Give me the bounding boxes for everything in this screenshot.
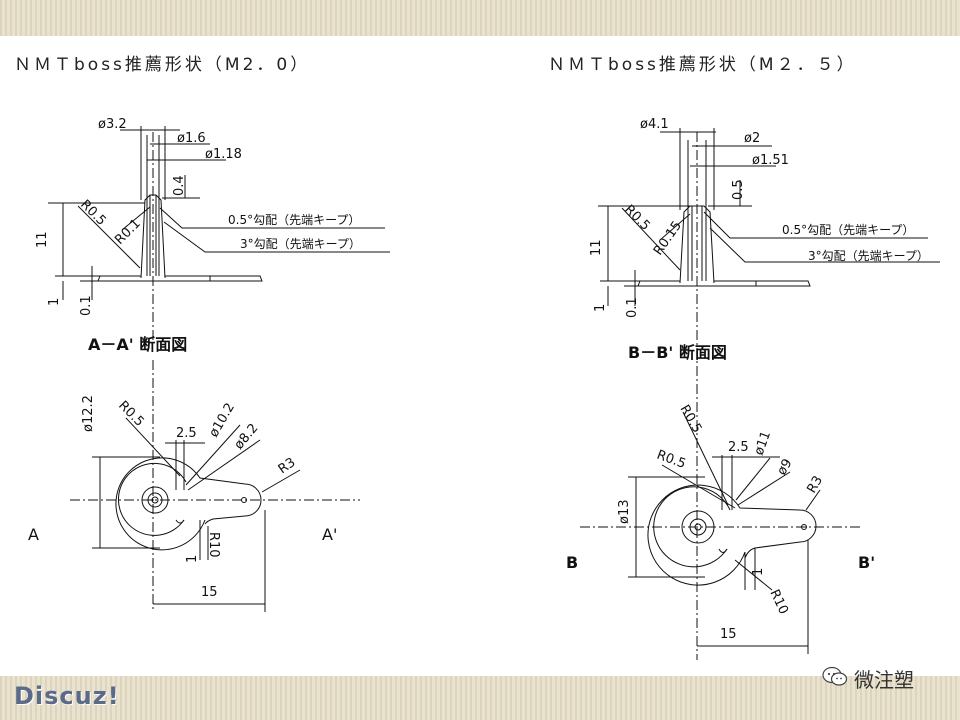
left-plan-d-inner: ø8.2	[232, 421, 262, 453]
left-dim-d-inner: ø1.18	[205, 147, 242, 162]
left-end-label-left: A	[28, 525, 39, 544]
right-plan-r: R0.5	[655, 448, 688, 472]
left-plan-one: 1	[185, 555, 200, 563]
left-plan-r: R0.5	[115, 398, 147, 430]
right-plan-view	[580, 411, 860, 654]
right-section-view	[598, 128, 940, 660]
right-plan-r-top: R0.5	[677, 403, 705, 436]
right-drawing-title: ＮＭＴboss推薦形状（M２．５）	[548, 55, 857, 75]
right-dim-r-root: R0.5	[621, 202, 653, 234]
left-plan-d-mid: ø10.2	[206, 401, 237, 440]
watermark-text: 微注塑	[854, 668, 914, 692]
right-note-slope-1: 0.5°勾配（先端キープ）	[782, 223, 914, 237]
left-plan-d-outer: ø12.2	[81, 395, 96, 432]
left-end-label-right: A'	[322, 525, 337, 544]
left-dim-h-top: 0.4	[172, 175, 187, 196]
left-plan-r3: R3	[276, 455, 299, 477]
right-note-slope-2: 3°勾配（先端キープ）	[808, 249, 929, 263]
right-plan-d-outer: ø13	[617, 500, 632, 525]
left-note-slope-1: 0.5°勾配（先端キープ）	[228, 213, 360, 227]
left-dim-r-root: R0.5	[77, 197, 109, 229]
drawing-sheet	[0, 36, 960, 676]
left-note-slope-2: 3°勾配（先端キープ）	[240, 237, 361, 251]
right-plan-r10: R10	[766, 587, 790, 617]
watermark: 微注塑	[822, 664, 914, 693]
left-drawing-title: ＮＭＴboss推薦形状（M2．0）	[14, 55, 311, 75]
right-dim-h-top: 0.5	[731, 179, 746, 200]
left-section-label: A－A' 断面図	[88, 335, 187, 354]
right-dim-height: 11	[589, 239, 604, 256]
discuz-logo: Discuz!	[14, 682, 120, 710]
left-section-view	[48, 126, 390, 340]
right-plan-width: 2.5	[728, 440, 749, 455]
left-plan-r10: R10	[206, 532, 221, 558]
right-plan-r3: R3	[804, 474, 826, 496]
right-plan-d-inner: ø9	[774, 456, 795, 478]
left-plan-length: 15	[201, 585, 218, 600]
right-plan-one: 1	[751, 568, 766, 576]
right-dim-base: 1	[593, 304, 608, 312]
bottom-border-band	[0, 676, 960, 720]
left-dim-r-tip: R0.1	[112, 216, 144, 248]
wechat-icon	[822, 666, 848, 692]
right-dim-d-inner: ø1.51	[752, 153, 789, 168]
right-plan-d-mid: ø11	[752, 429, 774, 457]
left-dim-d-outer: ø3.2	[98, 117, 127, 132]
right-section-label: B－B' 断面図	[628, 343, 727, 362]
left-plan-view	[70, 360, 360, 612]
left-dim-height: 11	[35, 231, 50, 248]
right-plan-length: 15	[720, 627, 737, 642]
right-end-label-right: B'	[858, 553, 875, 572]
right-dim-d-mid: ø2	[744, 131, 760, 146]
left-plan-width: 2.5	[176, 426, 197, 441]
right-end-label-left: B	[566, 553, 578, 572]
right-dim-r-tip: R0.15	[651, 219, 685, 259]
left-dim-base: 1	[47, 298, 62, 306]
top-border-band	[0, 0, 960, 36]
left-dim-d-mid: ø1.6	[177, 131, 206, 146]
right-dim-d-outer: ø4.1	[640, 117, 669, 132]
right-dim-base-t: 0.1	[625, 297, 640, 318]
left-dim-base-t: 0.1	[79, 295, 94, 316]
